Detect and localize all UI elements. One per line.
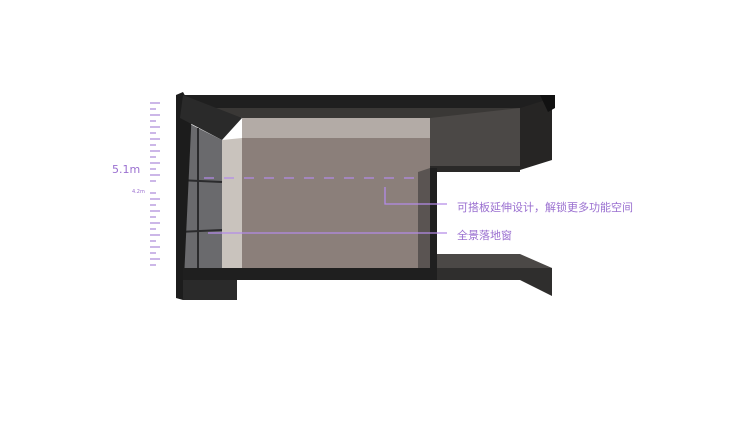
window-annotation: 全景落地窗 bbox=[457, 229, 512, 242]
roof-slab bbox=[183, 95, 552, 108]
annotation-lines bbox=[204, 177, 447, 234]
mezzanine-leader bbox=[384, 187, 447, 205]
left-side-wall bbox=[222, 138, 242, 272]
height-label-sub: 4.2m bbox=[132, 189, 145, 195]
mezzanine-annotation: 可搭板延伸设计，解锁更多功能空间 bbox=[457, 201, 633, 214]
right-upper-box-top bbox=[540, 95, 555, 112]
step-ledge bbox=[430, 166, 520, 172]
right-upper-interior bbox=[430, 108, 520, 170]
floor-underside bbox=[183, 280, 237, 300]
ceiling-band bbox=[242, 118, 430, 138]
inner-column-face bbox=[430, 168, 437, 270]
right-lower-ledge bbox=[437, 254, 552, 268]
height-scale-ruler bbox=[150, 102, 160, 266]
back-wall bbox=[242, 118, 430, 270]
left-outer-frame bbox=[176, 92, 192, 300]
height-label-main: 5.1m bbox=[112, 163, 141, 176]
inner-column bbox=[418, 168, 430, 270]
left-top-frame bbox=[180, 95, 242, 140]
right-upper-box-side bbox=[520, 98, 552, 170]
ceiling-plane bbox=[192, 108, 520, 118]
